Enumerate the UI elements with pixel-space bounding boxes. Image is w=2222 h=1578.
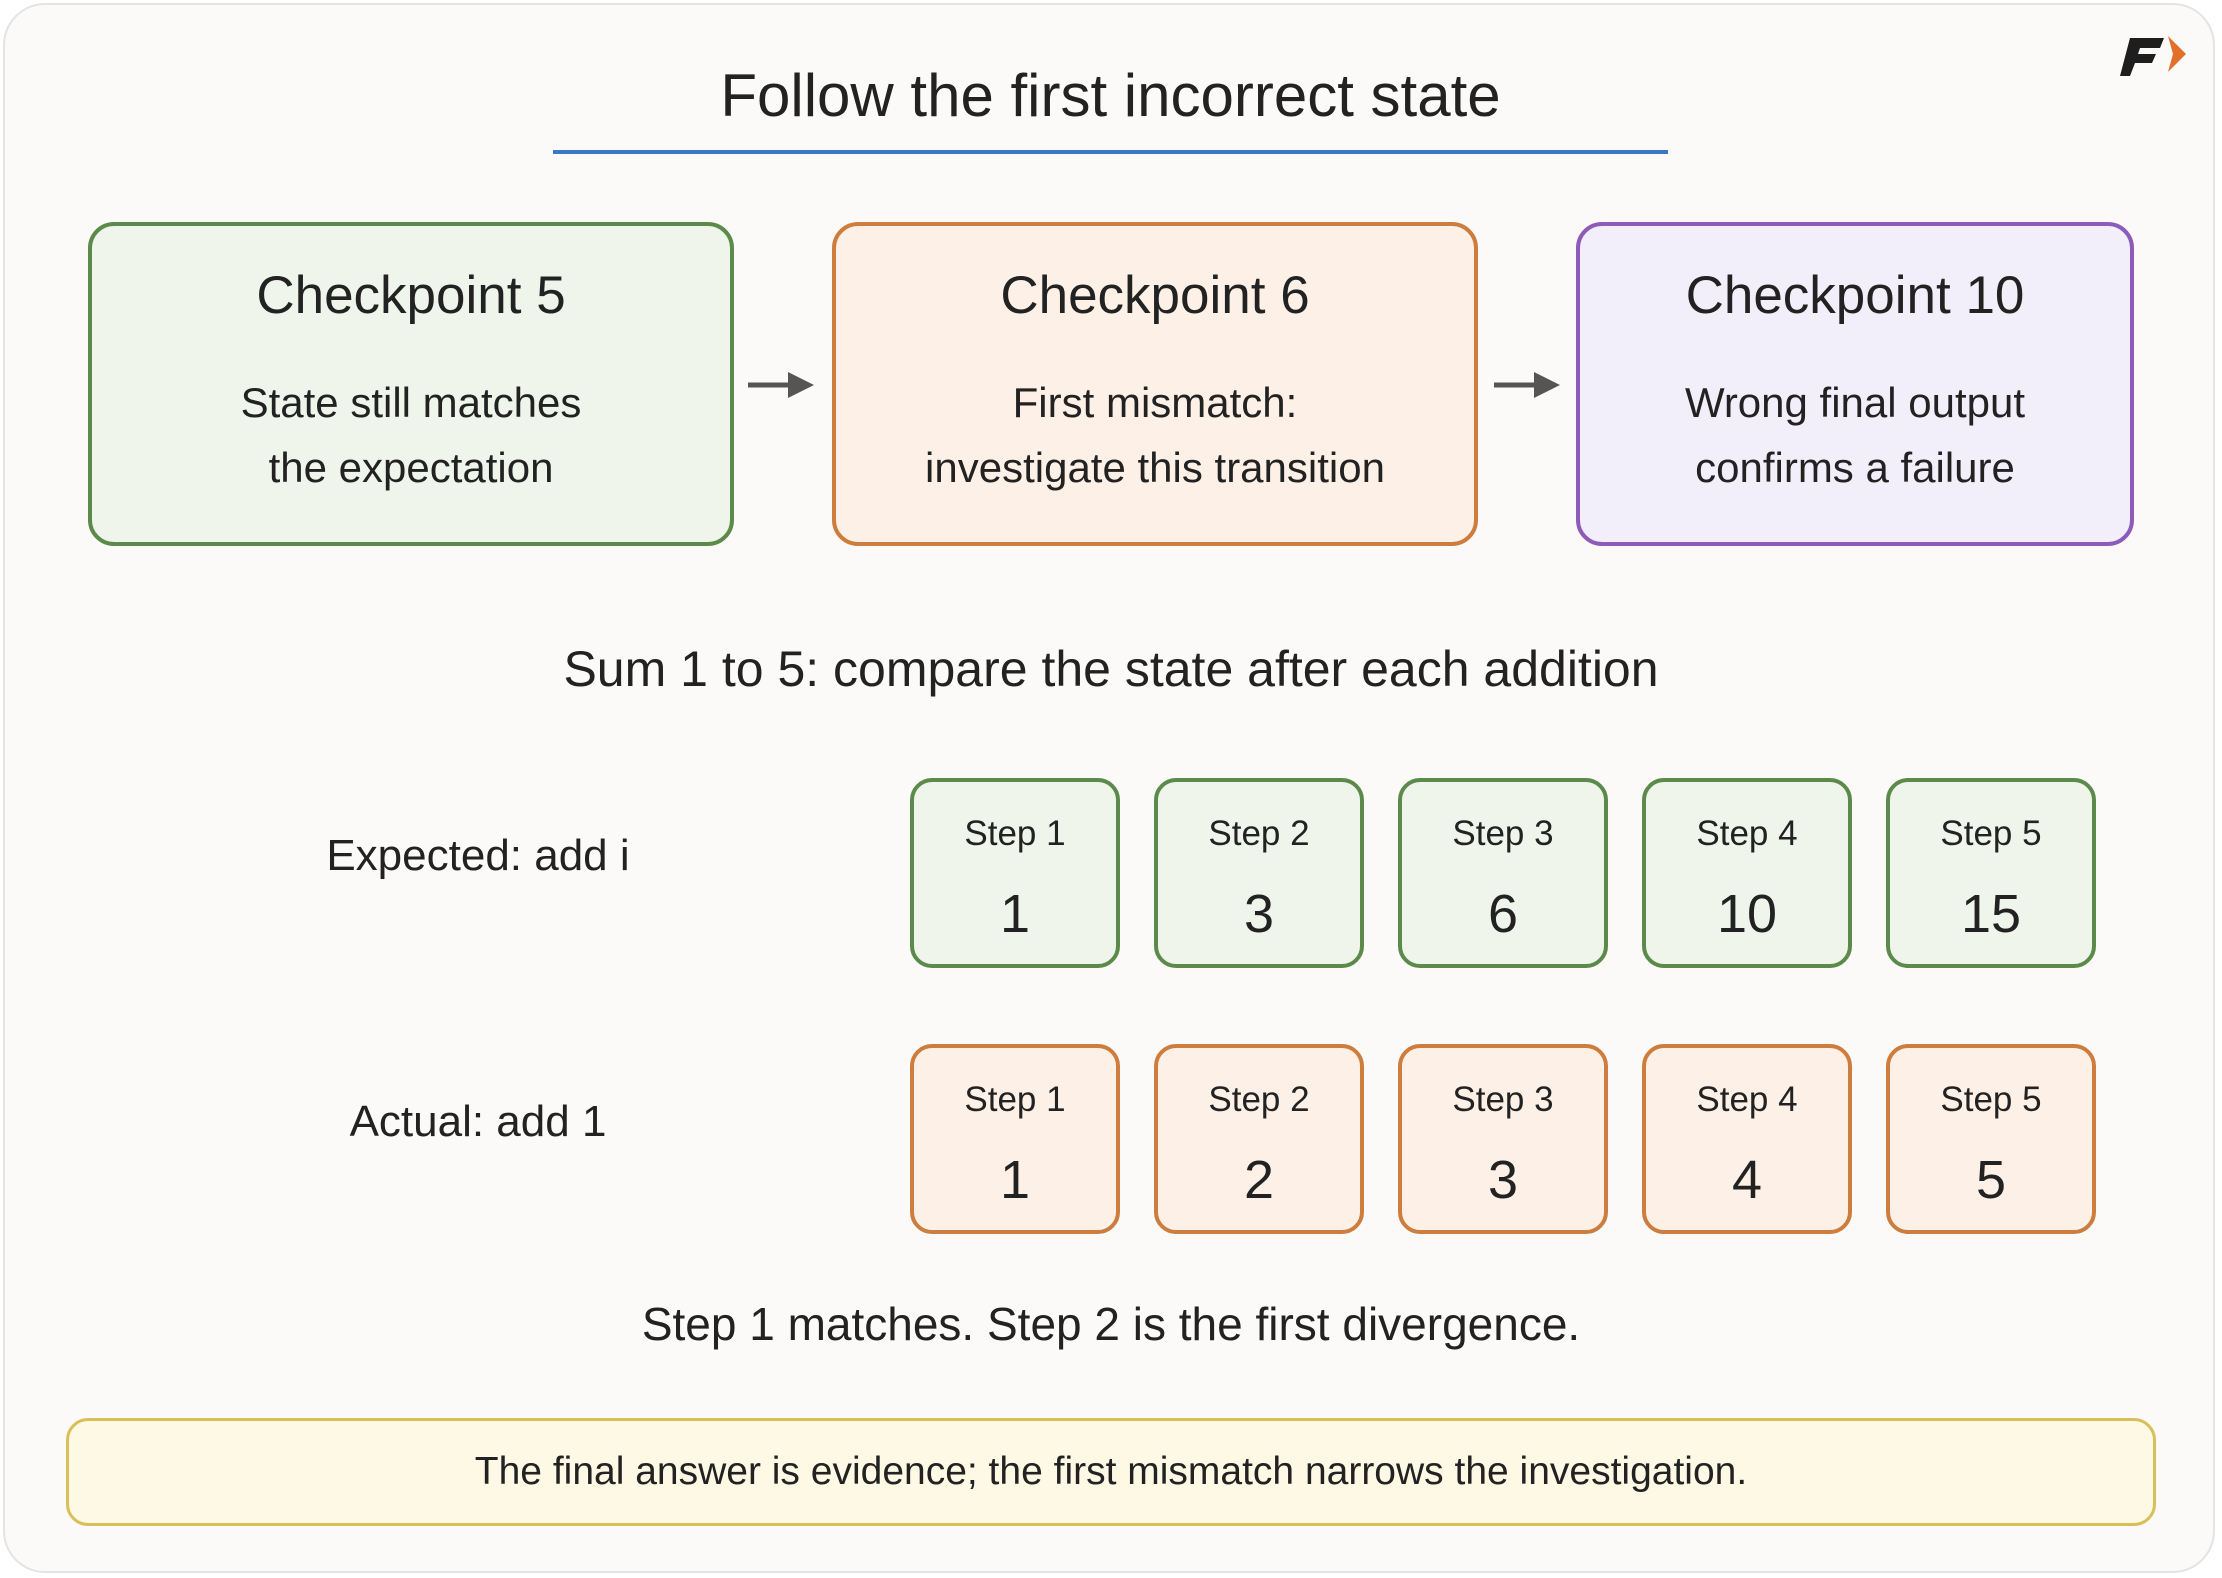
step-label: Step 5 [1940,1080,2042,1119]
step-value: 4 [1731,1150,1763,1210]
expected-step-1: Step 1 1 [910,778,1120,968]
checkpoint-5-card: Checkpoint 5 State still matches the exp… [88,222,734,546]
title-underline [553,150,1668,154]
expected-step-2: Step 2 3 [1154,778,1364,968]
summary-note: The final answer is evidence; the first … [66,1418,2156,1526]
comparison-subtitle: Sum 1 to 5: compare the state after each… [563,641,1659,697]
checkpoint-6-card: Checkpoint 6 First mismatch: investigate… [832,222,1478,546]
actual-step-3: Step 3 3 [1398,1044,1608,1234]
expected-step-3: Step 3 6 [1398,778,1608,968]
step-label: Step 1 [964,1080,1066,1119]
expected-step-4: Step 4 10 [1642,778,1852,968]
actual-step-1: Step 1 1 [910,1044,1120,1234]
diagram-title: Follow the first incorrect state [720,62,1501,129]
checkpoint-title: Checkpoint 5 [256,266,566,325]
step-label: Step 5 [1940,814,2042,853]
actual-row-label: Actual: add 1 [349,1097,607,1146]
checkpoint-title: Checkpoint 6 [1000,266,1310,325]
divergence-caption: Step 1 matches. Step 2 is the first dive… [641,1298,1581,1350]
step-label: Step 4 [1696,814,1798,853]
step-label: Step 3 [1452,1080,1554,1119]
right-arrow-icon [748,372,814,398]
step-label: Step 2 [1208,814,1310,853]
checkpoint-description-line: First mismatch: [1012,379,1298,426]
checkpoint-description-line: the expectation [268,444,554,491]
step-value: 10 [1716,884,1778,944]
step-label: Step 1 [964,814,1066,853]
step-value: 6 [1487,884,1519,944]
step-value: 3 [1243,884,1275,944]
actual-step-2: Step 2 2 [1154,1044,1364,1234]
actual-step-4: Step 4 4 [1642,1044,1852,1234]
checkpoint-description: State still matches the expectation [92,370,730,500]
step-value: 1 [999,884,1031,944]
checkpoint-10-card: Checkpoint 10 Wrong final output confirm… [1576,222,2134,546]
checkpoint-description: First mismatch: investigate this transit… [836,370,1474,500]
step-value: 15 [1960,884,2022,944]
expected-row-label: Expected: add i [326,831,630,880]
checkpoint-description: Wrong final output confirms a failure [1580,370,2130,500]
brand-logo-icon [2120,36,2186,76]
checkpoint-description-line: State still matches [240,379,582,426]
step-value: 5 [1975,1150,2007,1210]
checkpoint-description-line: confirms a failure [1695,444,2015,491]
right-arrow-icon [1494,372,1560,398]
checkpoint-description-line: Wrong final output [1684,379,2026,426]
step-value: 1 [999,1150,1031,1210]
step-value: 2 [1243,1150,1275,1210]
step-value: 3 [1487,1150,1519,1210]
checkpoint-title: Checkpoint 10 [1685,266,2025,325]
step-label: Step 2 [1208,1080,1310,1119]
step-label: Step 3 [1452,814,1554,853]
expected-step-5: Step 5 15 [1886,778,2096,968]
step-label: Step 4 [1696,1080,1798,1119]
actual-step-5: Step 5 5 [1886,1044,2096,1234]
checkpoint-description-line: investigate this transition [925,444,1385,491]
